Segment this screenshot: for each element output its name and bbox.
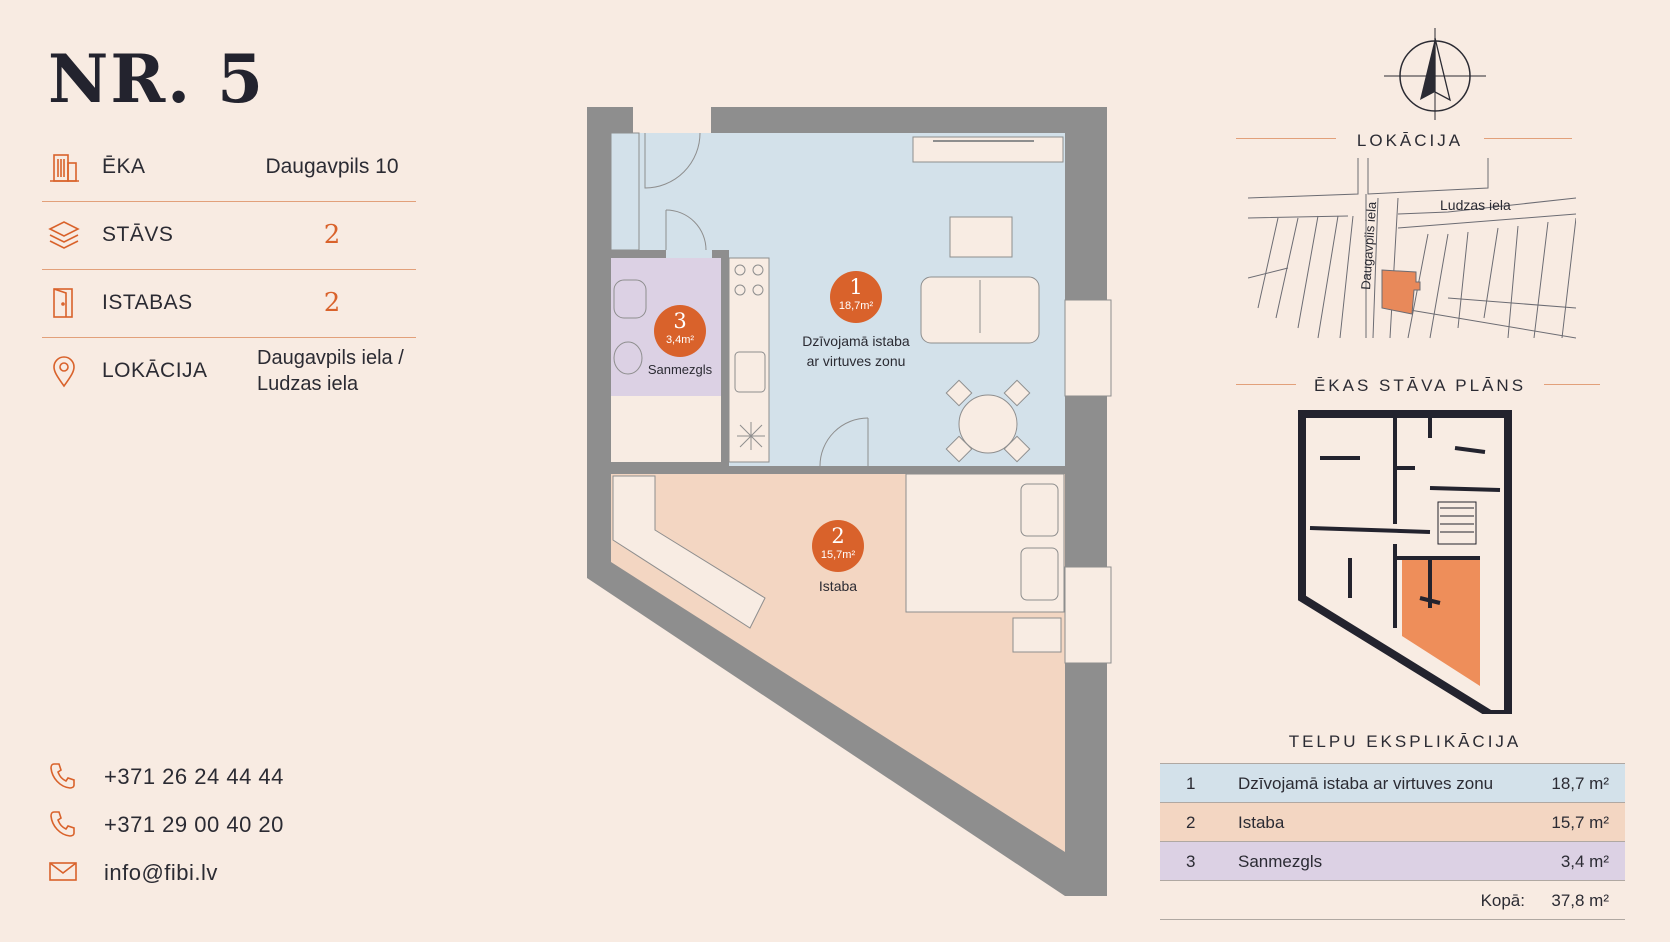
table-cell-name: Istaba — [1238, 813, 1285, 832]
table-row: 2 Istaba 15,7 m² — [1160, 803, 1625, 842]
mail-icon — [49, 862, 77, 881]
room-1-badge: 1 18,7m² — [830, 271, 882, 323]
wardrobe — [612, 475, 766, 629]
location-building-highlight — [1381, 269, 1421, 315]
table-cell-area: 15,7 m² — [1551, 813, 1609, 832]
room-3-area: 3,4m² — [665, 334, 695, 346]
kitchen-sink — [734, 351, 766, 393]
divider-line — [1236, 384, 1296, 385]
room-1-label: Dzīvojamā istaba ar virtuves zonu — [780, 331, 932, 371]
layers-icon — [48, 221, 80, 249]
tv-table — [949, 216, 1013, 258]
info-value-floor: 2 — [323, 220, 341, 250]
table-cell-num: 3 — [1186, 852, 1196, 871]
interior-wall — [712, 250, 729, 258]
building-floor-plan — [1298, 410, 1512, 714]
interior-wall — [611, 462, 721, 466]
table-total-label: Kopā: — [1480, 891, 1525, 910]
room-2-number: 2 — [831, 524, 845, 548]
divider-line — [1484, 138, 1572, 139]
entry-door-swing — [644, 132, 701, 189]
interior-wall — [611, 466, 819, 474]
apartment-title: NR. 5 — [48, 40, 266, 118]
explication-heading: TELPU EKSPLIKĀCIJA — [1288, 732, 1522, 751]
room-2-badge: 2 15,7m² — [812, 520, 864, 572]
divider-line — [1236, 138, 1336, 139]
dining-table — [958, 394, 1018, 454]
info-label-location: LOKĀCIJA — [102, 359, 208, 382]
info-value-rooms: 2 — [323, 288, 341, 318]
info-label-building: ĒKA — [102, 155, 146, 178]
bathroom-door-swing — [665, 209, 707, 251]
room-1-name-line-1: Dzīvojamā istaba — [802, 333, 910, 349]
info-row-floor: STĀVS 2 — [42, 201, 416, 270]
location-line-2: Ludzas iela — [257, 373, 359, 395]
nightstand — [1012, 617, 1062, 653]
info-label-floor: STĀVS — [102, 223, 174, 246]
building-icon — [50, 154, 79, 182]
location-pin-icon — [53, 356, 75, 388]
location-map: Ludzas iela Daugavpiis iela — [1248, 158, 1576, 339]
info-row-building: ĒKA Daugavpils 10 — [42, 133, 416, 202]
room-3-badge: 3 3,4m² — [654, 305, 706, 357]
contact-email-text[interactable]: info@fibi.lv — [104, 860, 218, 885]
washbasin — [613, 279, 647, 319]
room-3-number: 3 — [673, 309, 687, 333]
door-icon — [53, 288, 73, 318]
interior-wall — [868, 466, 1065, 474]
table-total-value: 37,8 m² — [1551, 891, 1609, 910]
window — [1064, 299, 1112, 397]
interior-wall — [721, 250, 729, 466]
table-cell-area: 3,4 m² — [1560, 852, 1609, 871]
contact-phone-1-text[interactable]: +371 26 24 44 44 — [104, 764, 284, 789]
room-2-area: 15,7m² — [820, 549, 856, 561]
contact-email[interactable]: info@fibi.lv — [48, 852, 388, 892]
bedroom-door-swing — [819, 417, 869, 467]
room-1-name-line-2: ar virtuves zonu — [806, 353, 906, 369]
table-cell-name: Dzīvojamā istaba ar virtuves zonu — [1238, 774, 1494, 793]
floor-plan-heading: ĒKAS STĀVA PLĀNS — [1313, 376, 1527, 395]
contact-phone-2[interactable]: +371 29 00 40 20 — [48, 804, 388, 844]
info-label-rooms: ISTABAS — [102, 291, 193, 314]
contact-phone-2-text[interactable]: +371 29 00 40 20 — [104, 812, 284, 837]
apartment-highlight — [1402, 560, 1480, 686]
table-cell-area: 18,7 m² — [1551, 774, 1609, 793]
location-street-daugavpils: Daugavpiis iela — [1358, 200, 1379, 290]
table-row: 3 Sanmezgls 3,4 m² — [1160, 842, 1625, 881]
table-total-row: Kopā: 37,8 m² — [1160, 881, 1625, 920]
entry-closet — [610, 132, 640, 251]
north-arrow-icon — [1384, 28, 1486, 120]
location-street-ludzas: Ludzas iela — [1440, 197, 1511, 213]
room-1-area: 18,7m² — [838, 300, 874, 312]
pillow — [1020, 483, 1059, 537]
explication-table: 1 Dzīvojamā istaba ar virtuves zonu 18,7… — [1160, 763, 1625, 920]
fridge — [737, 422, 765, 450]
pillow — [1020, 547, 1059, 601]
table-row: 1 Dzīvojamā istaba ar virtuves zonu 18,7… — [1160, 763, 1625, 803]
location-line-1: Daugavpils iela / — [257, 347, 404, 369]
info-value-location: Daugavpils iela / Ludzas iela — [257, 345, 427, 397]
toilet — [613, 341, 643, 375]
info-row-location: LOKĀCIJA Daugavpils iela / Ludzas iela — [42, 337, 416, 405]
window — [1064, 566, 1112, 664]
info-value-building: Daugavpils 10 — [265, 155, 399, 178]
room-1-number: 1 — [849, 275, 863, 299]
divider-line — [1544, 384, 1600, 385]
room-2-label: Istaba — [818, 578, 858, 594]
phone-icon — [50, 763, 75, 789]
phone-icon — [50, 811, 75, 837]
info-row-rooms: ISTABAS 2 — [42, 269, 416, 338]
table-cell-num: 1 — [1186, 774, 1196, 793]
table-cell-num: 2 — [1186, 813, 1196, 832]
location-heading: LOKĀCIJA — [1356, 131, 1464, 150]
contact-phone-1[interactable]: +371 26 24 44 44 — [48, 756, 388, 796]
room-3-label: Sanmezgls — [647, 362, 713, 377]
interior-wall — [611, 250, 666, 258]
table-cell-name: Sanmezgls — [1238, 852, 1323, 871]
shower-area — [611, 396, 721, 462]
